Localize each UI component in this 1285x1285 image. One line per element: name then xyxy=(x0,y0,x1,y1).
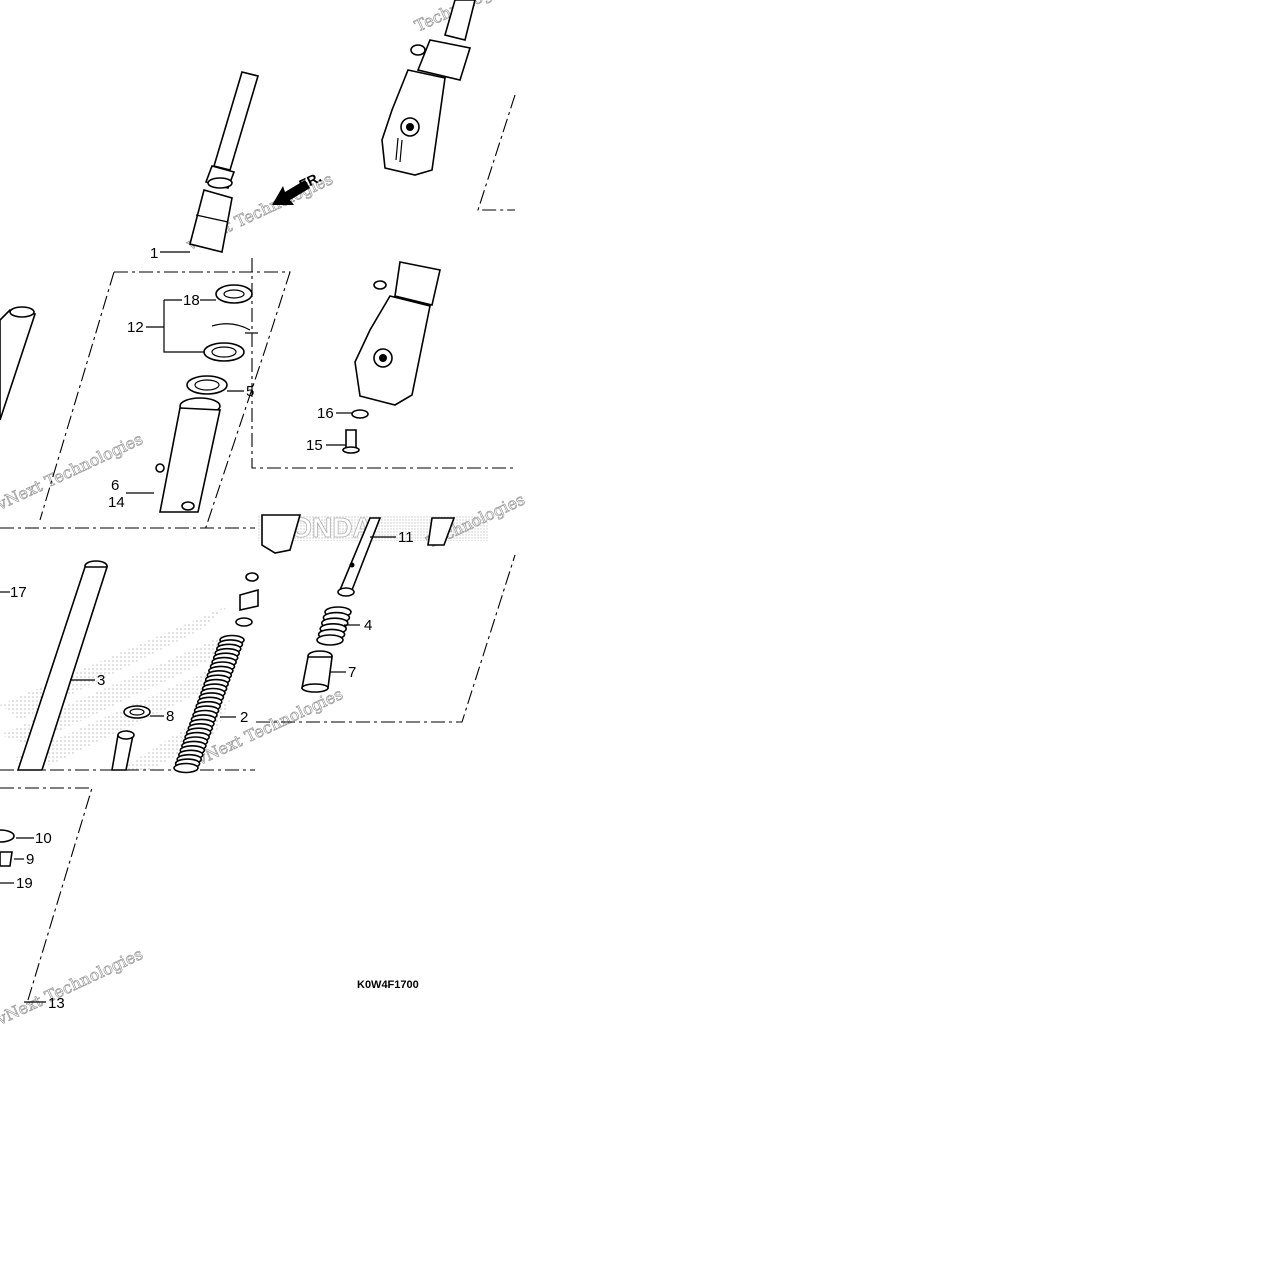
callout-11: 11 xyxy=(398,529,414,546)
callout-8: 8 xyxy=(166,708,174,725)
callout-7: 7 xyxy=(348,664,356,681)
callout-1: 1 xyxy=(150,245,158,262)
watermark-text: vNext Technologies xyxy=(0,944,146,1029)
upper-fork-tube xyxy=(189,71,260,253)
front-direction-arrow-icon xyxy=(272,180,310,205)
damper-rod-group xyxy=(261,514,456,597)
spring-coil xyxy=(316,634,344,646)
callout-10: 10 xyxy=(35,830,52,847)
callout-14: 14 xyxy=(108,494,125,511)
callout-4: 4 xyxy=(364,617,372,634)
callout-18: 18 xyxy=(183,292,200,309)
callout-2: 2 xyxy=(240,709,248,726)
leader-lines xyxy=(0,251,396,1003)
callout-19: 19 xyxy=(16,875,33,892)
inner-fork-tube xyxy=(16,560,109,771)
callout-15: 15 xyxy=(306,437,323,454)
callout-16: 16 xyxy=(317,405,334,422)
group-frames xyxy=(0,94,516,1001)
fork-spring xyxy=(173,634,245,774)
callout-12: 12 xyxy=(127,319,144,336)
callout-3: 3 xyxy=(97,672,105,689)
fork-pipe-left xyxy=(0,306,37,421)
callout-5: 5 xyxy=(246,383,254,400)
drawing-code: K0W4F1700 xyxy=(357,979,419,991)
bottom-small-parts xyxy=(0,829,15,867)
rebound-spring xyxy=(316,606,352,646)
callout-9: 9 xyxy=(26,851,34,868)
callout-17: 17 xyxy=(10,584,27,601)
callout-6: 6 xyxy=(111,477,119,494)
fork-slider-body xyxy=(155,397,221,513)
spring-top-parts xyxy=(235,572,259,627)
spring-coil xyxy=(173,762,199,774)
lower-fork-slider xyxy=(342,261,441,454)
oil-lock-piece xyxy=(301,650,333,693)
oil-seal-group xyxy=(186,284,253,395)
washer-and-rod xyxy=(111,705,151,771)
callouts: 1 2 3 4 5 6 7 8 9 10 11 12 13 14 15 16 1… xyxy=(10,245,414,1012)
callout-13: 13 xyxy=(48,995,65,1012)
upper-fork-slider xyxy=(381,0,476,176)
